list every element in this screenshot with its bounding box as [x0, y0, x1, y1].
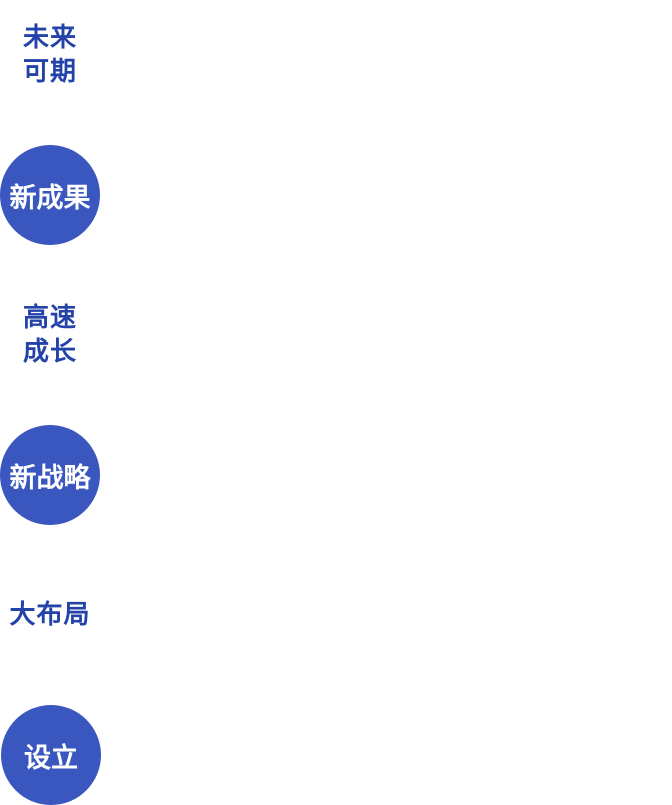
label-big-layout: 大布局	[0, 598, 100, 632]
label-future-promising: 未来 可期	[0, 21, 100, 89]
circle-label: 设立	[24, 742, 78, 774]
label-line: 高速	[22, 303, 77, 333]
circle-new-strategy: 新战略	[0, 425, 100, 525]
circle-label: 新成果	[9, 182, 91, 214]
circle-new-achievements: 新成果	[0, 145, 100, 245]
circle-establish: 设立	[1, 705, 101, 805]
label-line: 未来	[22, 23, 77, 53]
circle-label: 新战略	[9, 462, 91, 494]
label-rapid-growth: 高速 成长	[0, 301, 100, 369]
label-line: 成长	[22, 337, 77, 367]
label-line: 大布局	[9, 600, 91, 630]
label-line: 可期	[22, 57, 77, 87]
